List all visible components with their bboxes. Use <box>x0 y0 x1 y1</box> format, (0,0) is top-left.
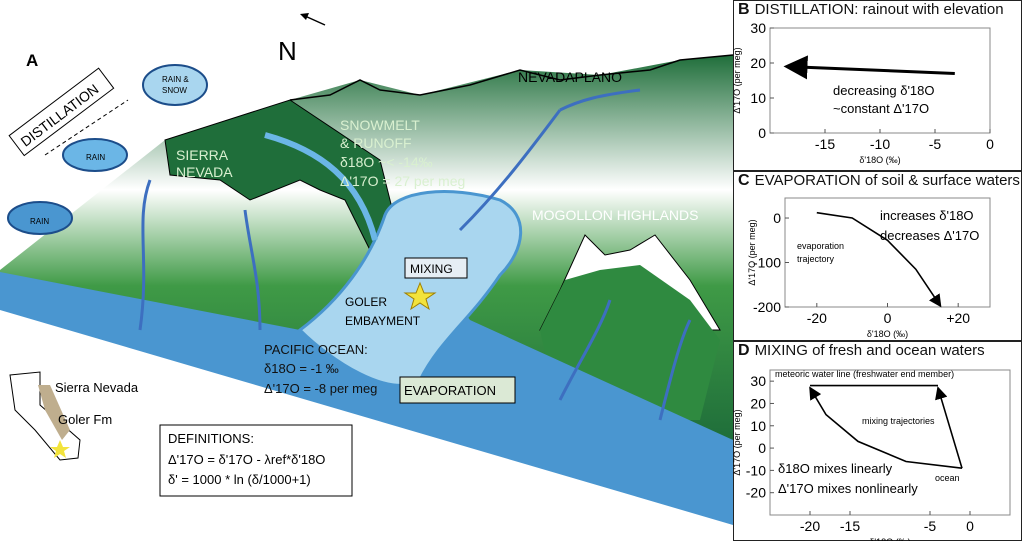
north-arrow-icon <box>304 15 326 26</box>
svg-text:& RUNOFF: & RUNOFF <box>340 135 412 151</box>
cloud-icon: RAIN & SNOW <box>142 64 208 106</box>
snowmelt-stream <box>264 132 378 241</box>
evaporation-label: EVAPORATION <box>404 383 496 398</box>
svg-text:SNOW: SNOW <box>162 86 187 95</box>
definitions-box <box>159 424 353 497</box>
california-inset: Sierra Nevada Goler Fm <box>9 371 139 461</box>
goler-label: GOLER <box>345 295 387 309</box>
svg-text:Δ'17O = -8 per meg: Δ'17O = -8 per meg <box>264 381 377 396</box>
evaporation-box <box>399 376 516 404</box>
north-label: N <box>278 36 297 66</box>
cloud-icon: RAIN <box>62 138 128 172</box>
svg-text:EMBAYMENT: EMBAYMENT <box>345 314 421 328</box>
svg-text:Δ'17O = δ'17O - λref*δ'18O: Δ'17O = δ'17O - λref*δ'18O <box>168 452 325 467</box>
svg-text:Sierra Nevada: Sierra Nevada <box>55 380 139 395</box>
pacific-label: PACIFIC OCEAN: <box>264 342 368 357</box>
star-icon <box>403 281 437 311</box>
mogollon-label: MOGOLLON HIGHLANDS <box>532 207 698 223</box>
snowmelt-label: SNOWMELT <box>340 117 420 133</box>
svg-text:DEFINITIONS:: DEFINITIONS: <box>168 431 254 446</box>
pacific-ocean <box>0 250 733 525</box>
svg-text:RAIN: RAIN <box>30 217 49 226</box>
svg-text:RAIN: RAIN <box>86 153 105 162</box>
svg-text:δ18O = -1 ‰: δ18O = -1 ‰ <box>264 361 339 376</box>
panel-a-map: A N DISTILLATION RAIN RAIN RAIN &SNOW SI… <box>0 13 733 525</box>
mixing-box <box>404 257 468 279</box>
distillation-arrow-icon <box>44 99 129 156</box>
svg-text:δ' = 1000 * ln (δ/1000+1): δ' = 1000 * ln (δ/1000+1) <box>168 472 311 487</box>
svg-text:δ18O ~< -14‰: δ18O ~< -14‰ <box>340 154 433 170</box>
sierra-nevada-label: SIERRA <box>176 147 229 163</box>
cloud-icon: RAIN <box>7 201 73 235</box>
svg-text:Goler Fm: Goler Fm <box>58 412 112 427</box>
mixing-label: MIXING <box>410 262 453 276</box>
svg-text:Δ'17O = 27 per meg: Δ'17O = 27 per meg <box>340 173 465 189</box>
svg-text:NEVADA: NEVADA <box>176 164 233 180</box>
panel-letter-a: A <box>26 51 38 70</box>
svg-text:RAIN &: RAIN & <box>162 75 189 84</box>
rivers <box>138 88 692 421</box>
sierra-nevada-block <box>164 99 401 251</box>
nevadaplano-label: NEVADAPLANO <box>518 69 622 85</box>
